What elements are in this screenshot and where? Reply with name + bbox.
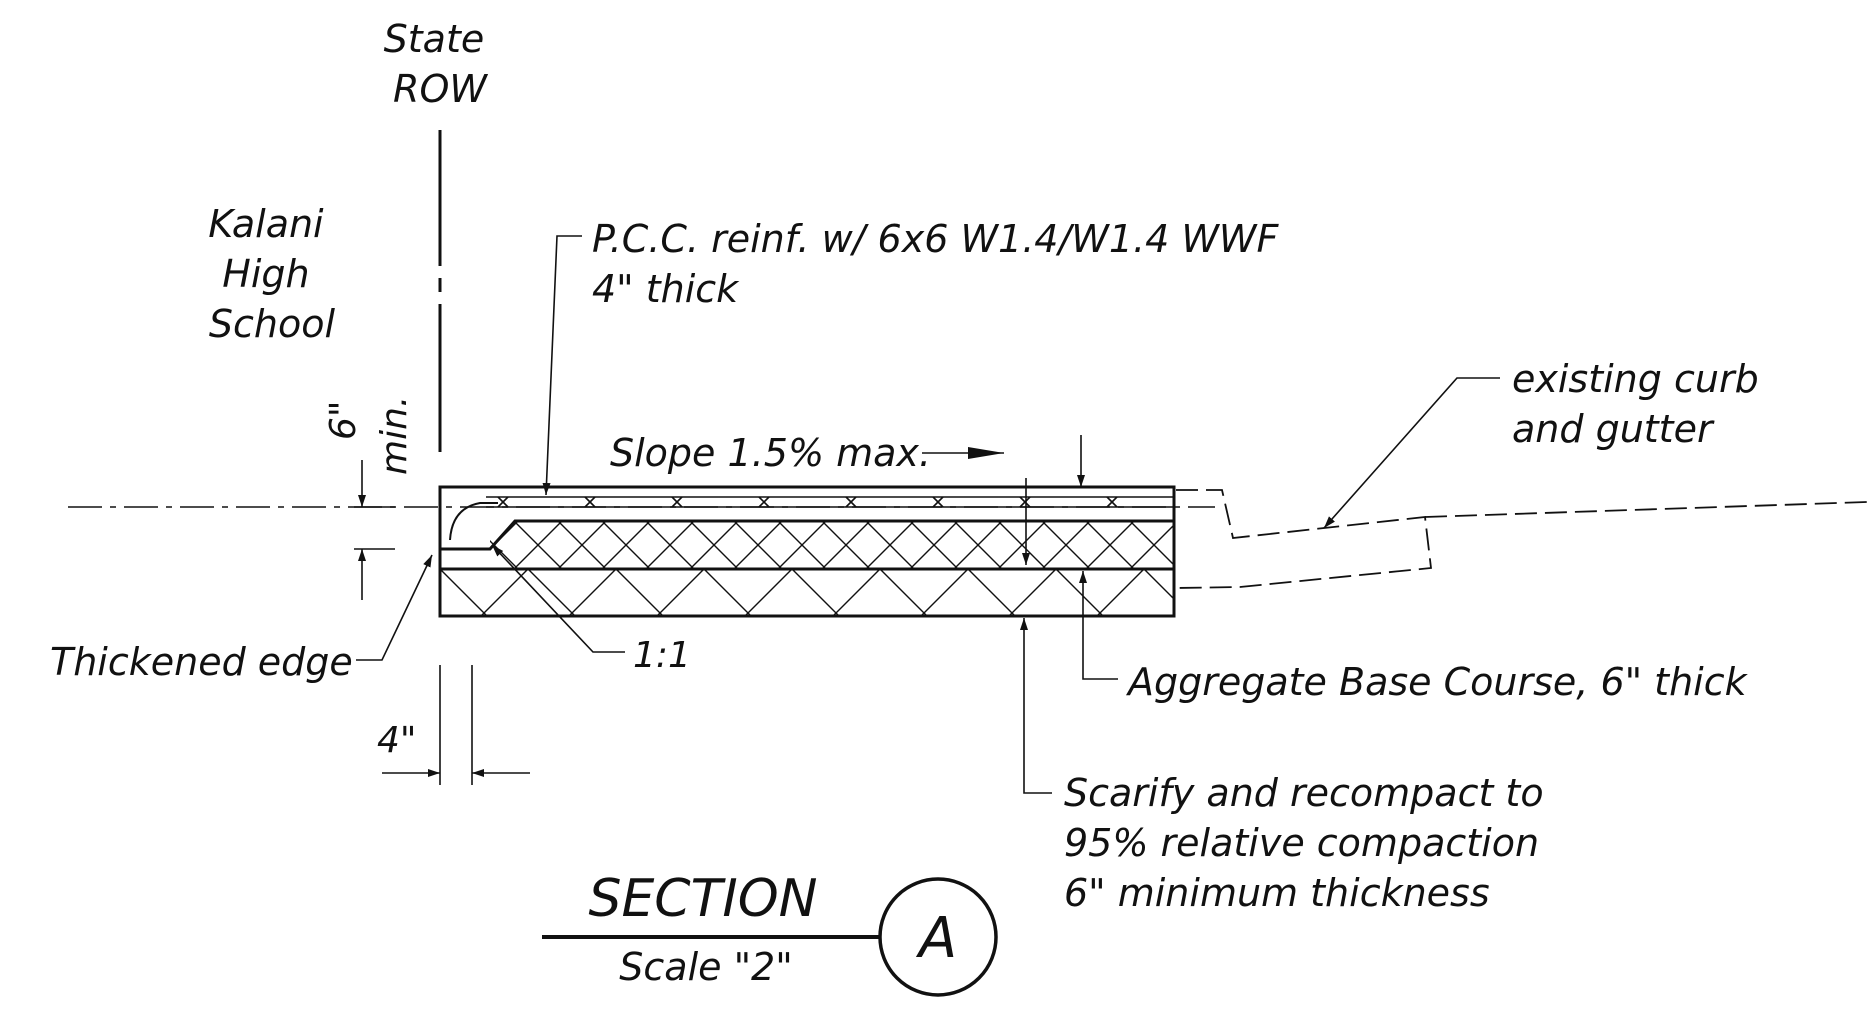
pavement-section [438,485,1176,618]
section-title: SECTION [588,869,817,929]
pcc-hatch [490,521,1174,569]
pcc-label: P.C.C. reinf. w/ 6x6 W1.4/W1.4 WWF 4" th… [592,217,1290,311]
curb-leader [1323,377,1500,529]
scarify-leader [1020,618,1052,794]
six-inch-dimension [354,460,395,600]
six-inch-label: 6" [323,401,364,440]
slope-label: Slope 1.5% max. [610,431,931,475]
thickened-edge-leader [356,554,433,661]
scarify-label: Scarify and recompact to 95% relative co… [1064,771,1556,915]
base-course-hatch [440,569,1174,616]
four-inch-label: 4" [377,720,416,761]
ratio-leader [491,544,625,653]
school-label: Kalani High School [208,202,335,346]
section-marker-letter: A [916,906,957,971]
curb-label: existing curb and gutter [1512,357,1771,451]
wwf-marks [497,496,1118,508]
existing-curb-gutter [1175,489,1867,589]
min-label: min. [374,396,415,475]
pcc-leader [542,235,582,496]
ratio-label: 1:1 [633,635,691,676]
base-course-leader [1079,571,1118,680]
state-row-label: State ROW [384,17,497,111]
section-marker-circle [878,877,998,997]
four-inch-dimension [382,665,530,785]
section-scale: Scale "2" [619,945,792,989]
base-course-label: Aggregate Base Course, 6" thick [1125,660,1749,704]
thickened-edge-label: Thickened edge [50,640,353,684]
